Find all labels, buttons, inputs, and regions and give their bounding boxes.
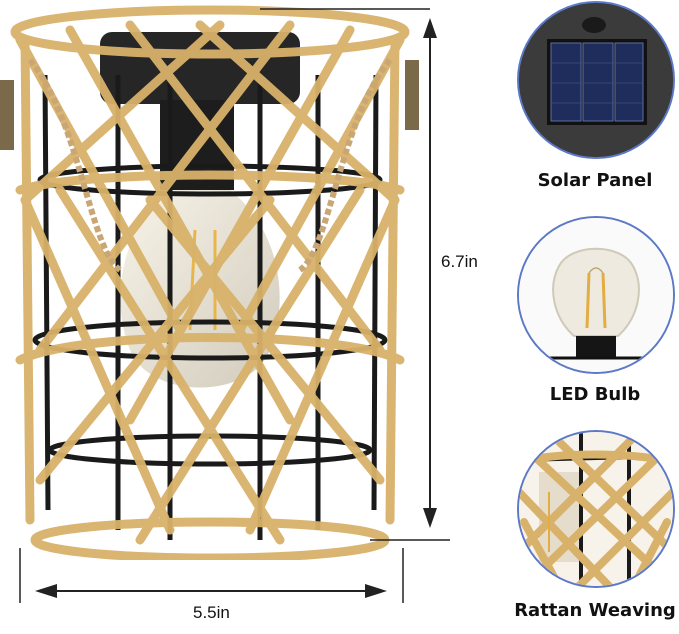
feature-label-led-bulb: LED Bulb (549, 384, 641, 405)
solar-panel-circle (517, 1, 675, 159)
feature-label-rattan-weaving: Rattan Weaving (514, 600, 676, 621)
led-bulb-icon (519, 218, 673, 372)
rattan-weave-icon (519, 432, 673, 586)
rattan-weave-circle (517, 430, 675, 588)
feature-label-solar-panel: Solar Panel (537, 170, 653, 191)
rope-handle (27, 58, 393, 273)
height-label: 6.7in (441, 252, 478, 272)
lantern-image (0, 5, 419, 560)
led-bulb-circle (517, 216, 675, 374)
width-label: 5.5in (193, 603, 230, 622)
solar-panel-icon (519, 3, 673, 157)
height-dimension-arrow (260, 8, 450, 541)
width-dimension-arrow (19, 548, 404, 603)
